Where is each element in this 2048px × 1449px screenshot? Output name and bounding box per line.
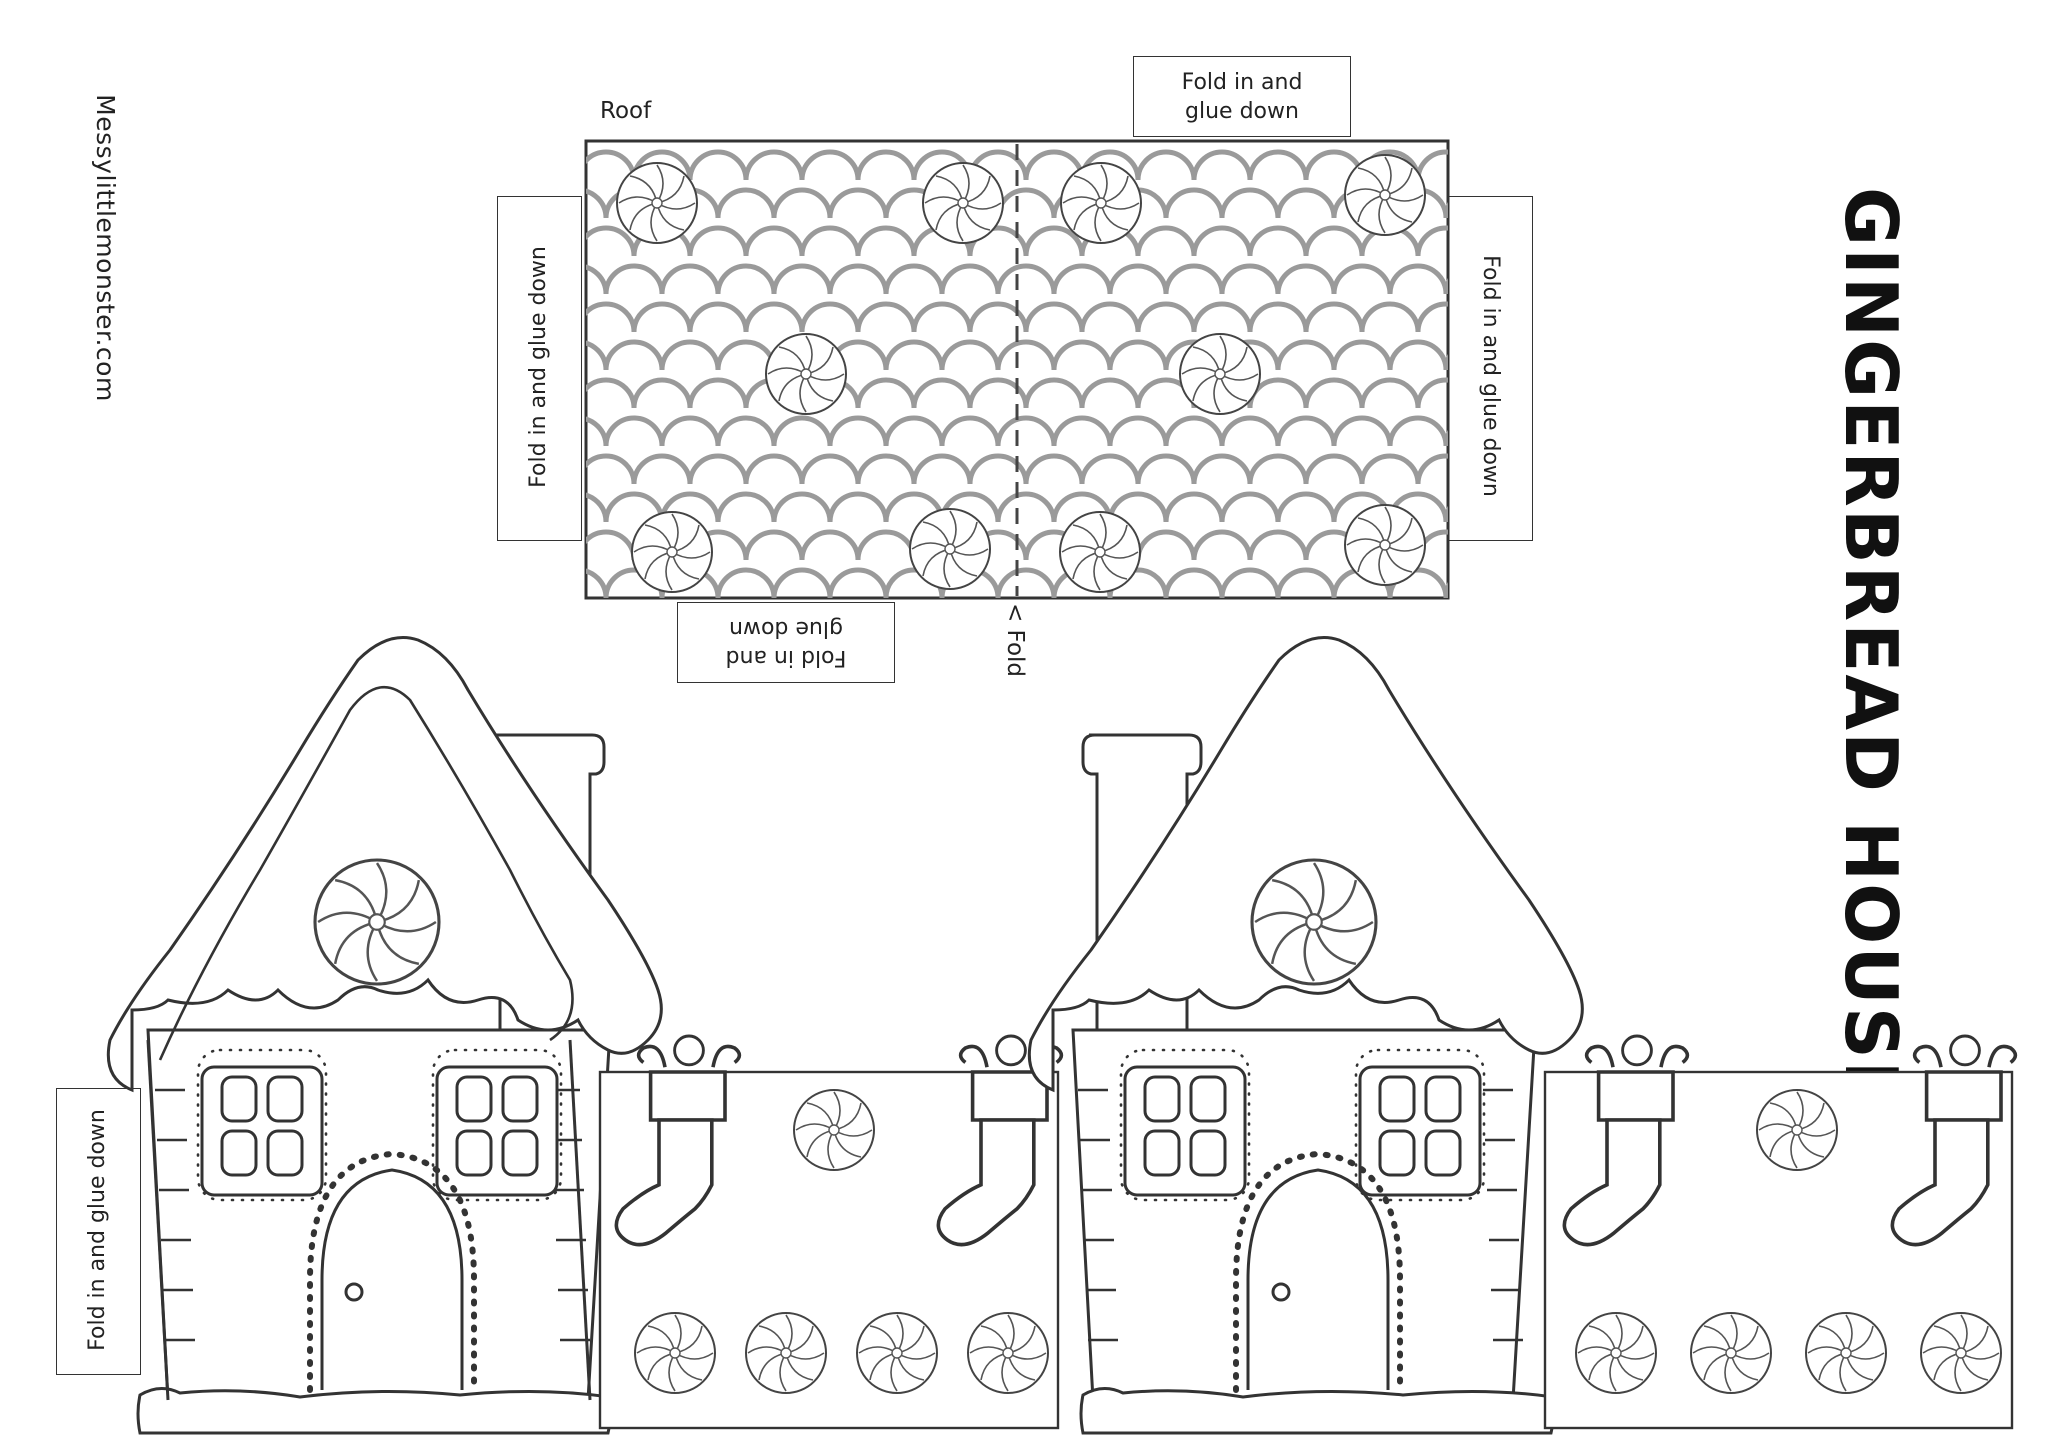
side-wall-left bbox=[598, 1034, 1064, 1430]
house-left-tab bbox=[56, 1088, 141, 1375]
roof-panel bbox=[584, 139, 1450, 600]
roof-bottom-tab: Fold in and glue down bbox=[677, 602, 895, 683]
tab-line-2: glue down bbox=[1185, 99, 1299, 124]
tab-line-1: Fold in and bbox=[1181, 70, 1303, 95]
roof-top-tab: Fold in and glue down bbox=[1133, 56, 1351, 137]
house-front-right bbox=[1027, 636, 1584, 1435]
roof-left-tab bbox=[497, 196, 582, 541]
side-wall-right bbox=[1543, 1034, 2018, 1430]
house-front-left bbox=[106, 636, 663, 1435]
roof-label: Roof bbox=[600, 98, 652, 124]
